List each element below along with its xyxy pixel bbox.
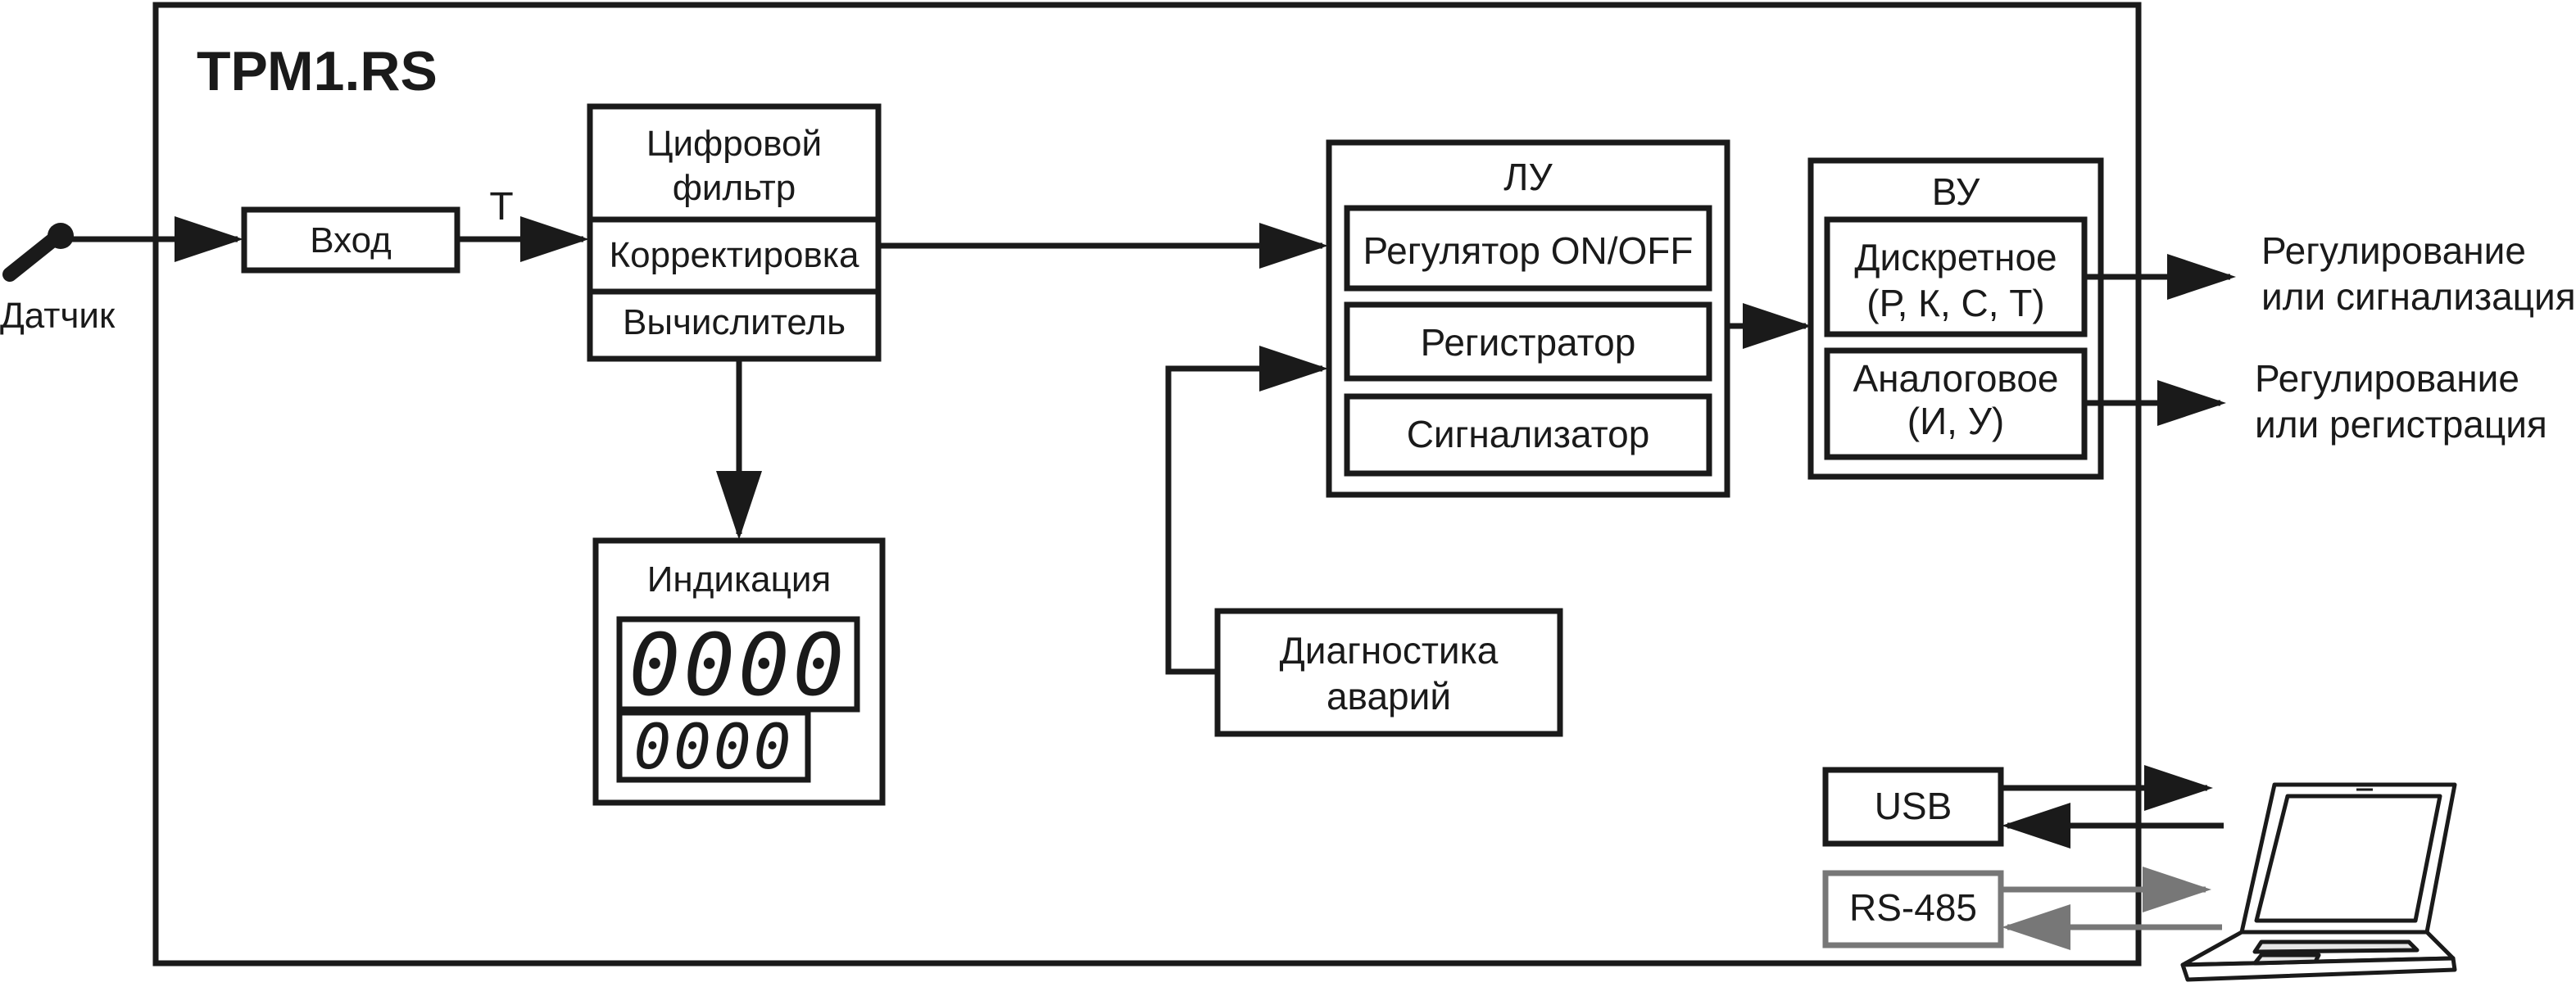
output-unit-title: ВУ	[1932, 170, 1980, 213]
digital-filter-box	[587, 103, 882, 223]
diagnostics-label-2: аварий	[1327, 675, 1451, 718]
calculator-label: Вычислитель	[623, 302, 846, 342]
alarm-box	[1344, 393, 1712, 477]
regulator-box	[1344, 205, 1712, 292]
alarm-label: Сигнализатор	[1407, 413, 1650, 455]
indication-title: Индикация	[647, 559, 831, 600]
recorder-box	[1344, 301, 1712, 382]
calculator-box	[587, 288, 882, 362]
display-top	[616, 616, 860, 713]
regulator-label: Регулятор ON/OFF	[1363, 229, 1693, 272]
discrete-output-label-2: (Р, К, С, Т)	[1866, 282, 2044, 324]
rs485-box	[1822, 870, 2004, 948]
digital-filter-label-2: фильтр	[673, 168, 796, 208]
digital-filter-label-1: Цифровой	[646, 124, 822, 164]
usb-box	[1822, 767, 2004, 847]
display-bottom	[616, 709, 811, 783]
diagnostics-label-1: Диагностика	[1280, 629, 1499, 672]
diagnostics-to-logic-arrow	[1165, 346, 1328, 675]
analog-output-label-2: (И, У)	[1907, 400, 2004, 442]
rs485-label: RS-485	[1849, 886, 1977, 929]
analog-output-box	[1824, 347, 2088, 460]
input-label: Вход	[310, 220, 392, 260]
signal-label: Т	[489, 185, 513, 229]
laptop-icon	[2180, 782, 2457, 982]
sensor-label: Датчик	[0, 296, 116, 336]
recorder-label: Регистратор	[1421, 321, 1636, 364]
analog-output-label-1: Аналоговое	[1853, 357, 2058, 400]
usb-label: USB	[1875, 785, 1952, 827]
analog-output-caption-2: или регистрация	[2255, 403, 2547, 446]
discrete-output-caption-2: или сигнализация	[2261, 275, 2576, 318]
processing-block	[587, 103, 882, 362]
analog-output-caption-1: Регулирование	[2255, 357, 2519, 400]
discrete-output-label-1: Дискретное	[1854, 236, 2057, 278]
sensor-icon	[2, 223, 74, 282]
logic-unit-title: ЛУ	[1503, 156, 1553, 198]
device-title: ТРМ1.RS	[197, 40, 438, 102]
display-bottom-value: 0000	[633, 710, 793, 783]
discrete-output-caption-1: Регулирование	[2261, 229, 2526, 272]
correction-label: Корректировка	[610, 235, 860, 275]
display-top-value: 0000	[629, 615, 847, 715]
